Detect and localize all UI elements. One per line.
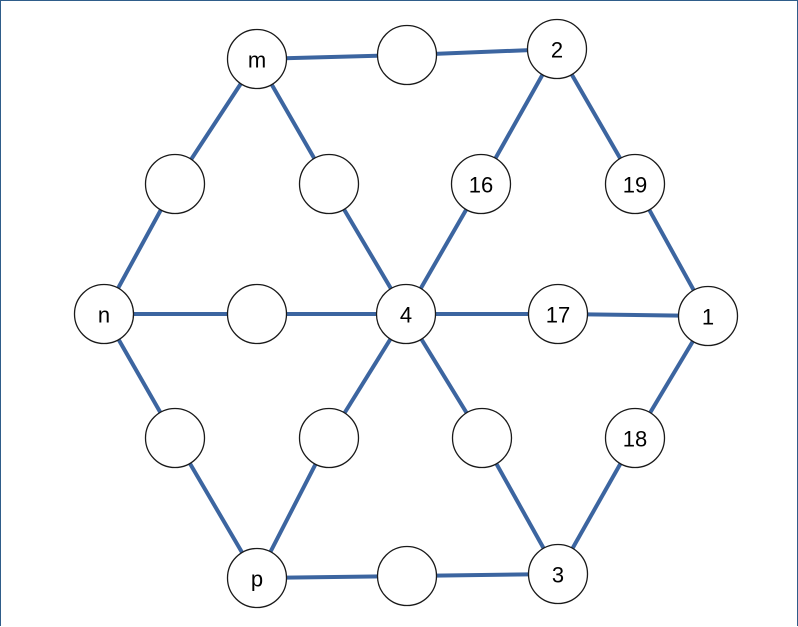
node-label-lower-right-outer: 18: [623, 427, 647, 452]
node-circle-lower-right-inner: [451, 407, 513, 469]
node-bottom-right: 3: [527, 543, 589, 605]
node-lower-left-inner: [298, 407, 360, 469]
node-circle-upper-left-inner: [298, 153, 360, 215]
node-circle-bottom-right: [527, 543, 589, 605]
node-circle-center: [375, 283, 437, 345]
node-mid-left: [226, 283, 288, 345]
node-circle-top-right: [526, 18, 588, 80]
node-top-left: m: [226, 28, 288, 90]
node-label-bottom-left: p: [251, 567, 263, 592]
node-circle-right: [677, 285, 739, 347]
node-label-right: 1: [702, 305, 714, 330]
node-lower-right-outer: 18: [604, 407, 666, 469]
node-lower-right-inner: [451, 407, 513, 469]
node-upper-left-inner: [298, 153, 360, 215]
node-upper-right-outer: 19: [604, 153, 666, 215]
node-label-left: n: [98, 303, 110, 328]
node-bottom-left: p: [226, 547, 288, 609]
node-circle-bottom-mid: [376, 545, 438, 607]
node-left: n: [73, 283, 135, 345]
node-circle-lower-left-inner: [298, 407, 360, 469]
node-circle-lower-left-outer: [144, 407, 206, 469]
node-circle-upper-left-outer: [144, 153, 206, 215]
node-circle-top-mid: [376, 24, 438, 86]
node-circle-mid-left: [226, 283, 288, 345]
node-bottom-mid: [376, 545, 438, 607]
node-label-top-left: m: [248, 48, 266, 73]
node-circle-mid-right: [527, 283, 589, 345]
node-label-mid-right: 17: [546, 303, 570, 328]
node-top-right: 2: [526, 18, 588, 80]
node-label-center: 4: [400, 303, 412, 328]
node-lower-left-outer: [144, 407, 206, 469]
node-center: 4: [375, 283, 437, 345]
node-circle-upper-right-outer: [604, 153, 666, 215]
node-circle-top-left: [226, 28, 288, 90]
node-top-mid: [376, 24, 438, 86]
node-right: 1: [677, 285, 739, 347]
node-label-bottom-right: 3: [552, 563, 564, 588]
node-label-upper-right-inner: 16: [469, 173, 493, 198]
node-mid-right: 17: [527, 283, 589, 345]
node-circle-lower-right-outer: [604, 407, 666, 469]
node-label-top-right: 2: [551, 38, 563, 63]
node-circle-left: [73, 283, 135, 345]
nodes-layer: m 2 16 19 n 4 17 1 18 p 3: [73, 18, 739, 609]
node-upper-left-outer: [144, 153, 206, 215]
node-circle-upper-right-inner: [450, 153, 512, 215]
node-circle-bottom-left: [226, 547, 288, 609]
node-label-upper-right-outer: 19: [623, 173, 647, 198]
node-upper-right-inner: 16: [450, 153, 512, 215]
